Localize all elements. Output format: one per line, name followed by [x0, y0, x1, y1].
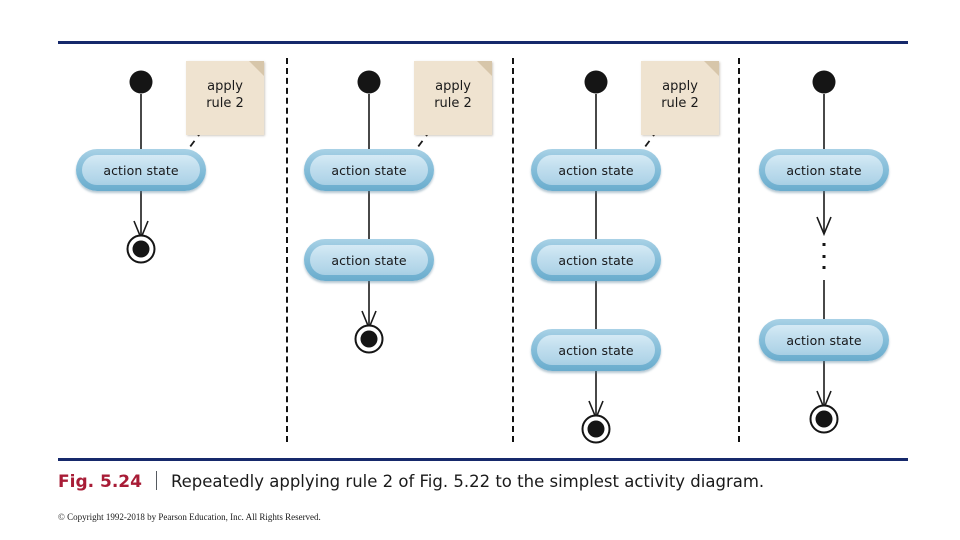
- note-text: apply rule 2: [641, 78, 719, 112]
- bottom-rule: [58, 458, 908, 461]
- action-state-inner: action state: [537, 245, 655, 275]
- note-line-2: rule 2: [661, 96, 699, 111]
- action-state-node[interactable]: action state: [304, 239, 434, 281]
- initial-node: [129, 70, 153, 94]
- ellipsis-dot: [822, 243, 826, 246]
- note-text: apply rule 2: [414, 78, 492, 112]
- panel-separator: [512, 58, 514, 442]
- note-apply-rule: apply rule 2: [186, 61, 264, 135]
- action-state-inner: action state: [537, 335, 655, 365]
- ellipsis-dot: [822, 254, 826, 258]
- note-fold-corner: [704, 61, 719, 76]
- vertical-ellipsis-icon: [822, 243, 826, 269]
- diagram-panel-1: action state apply rule 2: [27, 44, 264, 454]
- ellipsis-dot: [822, 266, 826, 269]
- action-state-node[interactable]: action state: [304, 149, 434, 191]
- figure-number: Fig. 5.24: [58, 472, 142, 492]
- note-apply-rule: apply rule 2: [641, 61, 719, 135]
- action-state-inner: action state: [310, 245, 428, 275]
- action-state-inner: action state: [765, 325, 883, 355]
- initial-node: [357, 70, 381, 94]
- action-state-label: action state: [558, 342, 634, 358]
- action-state-label: action state: [558, 252, 634, 268]
- action-state-inner: action state: [765, 155, 883, 185]
- action-state-label: action state: [786, 162, 862, 178]
- action-state-label: action state: [103, 162, 179, 178]
- action-state-node[interactable]: action state: [759, 149, 889, 191]
- note-apply-rule: apply rule 2: [414, 61, 492, 135]
- initial-node: [812, 70, 836, 94]
- note-text: apply rule 2: [186, 78, 264, 112]
- note-fold-corner: [249, 61, 264, 76]
- diagram-panel-4: action state action state: [710, 44, 938, 454]
- top-rule: [58, 41, 908, 44]
- final-node: [126, 234, 156, 264]
- diagram-panel-3: action state action state action state a…: [482, 44, 719, 454]
- final-node: [809, 404, 839, 434]
- activity-diagram-canvas: action state apply rule 2: [0, 44, 960, 454]
- action-state-label: action state: [331, 252, 407, 268]
- final-node: [581, 414, 611, 444]
- final-node: [354, 324, 384, 354]
- note-line-2: rule 2: [206, 96, 244, 111]
- copyright-notice: © Copyright 1992-2018 by Pearson Educati…: [58, 512, 321, 522]
- initial-node: [584, 70, 608, 94]
- note-line-1: apply: [662, 79, 698, 94]
- note-line-2: rule 2: [434, 96, 472, 111]
- note-line-1: apply: [435, 79, 471, 94]
- action-state-inner: action state: [310, 155, 428, 185]
- figure-caption: Fig. 5.24 Repeatedly applying rule 2 of …: [58, 468, 918, 496]
- action-state-inner: action state: [82, 155, 200, 185]
- action-state-label: action state: [331, 162, 407, 178]
- action-state-inner: action state: [537, 155, 655, 185]
- panel-separator: [286, 58, 288, 442]
- note-line-1: apply: [207, 79, 243, 94]
- caption-text: Repeatedly applying rule 2 of Fig. 5.22 …: [170, 472, 765, 491]
- action-state-label: action state: [786, 332, 862, 348]
- note-fold-corner: [477, 61, 492, 76]
- panel-separator: [738, 58, 740, 442]
- action-state-node[interactable]: action state: [531, 329, 661, 371]
- action-state-label: action state: [558, 162, 634, 178]
- action-state-node[interactable]: action state: [76, 149, 206, 191]
- caption-divider: [155, 471, 157, 490]
- action-state-node[interactable]: action state: [531, 149, 661, 191]
- diagram-panel-2: action state action state apply rule 2: [255, 44, 492, 454]
- action-state-node[interactable]: action state: [759, 319, 889, 361]
- action-state-node[interactable]: action state: [531, 239, 661, 281]
